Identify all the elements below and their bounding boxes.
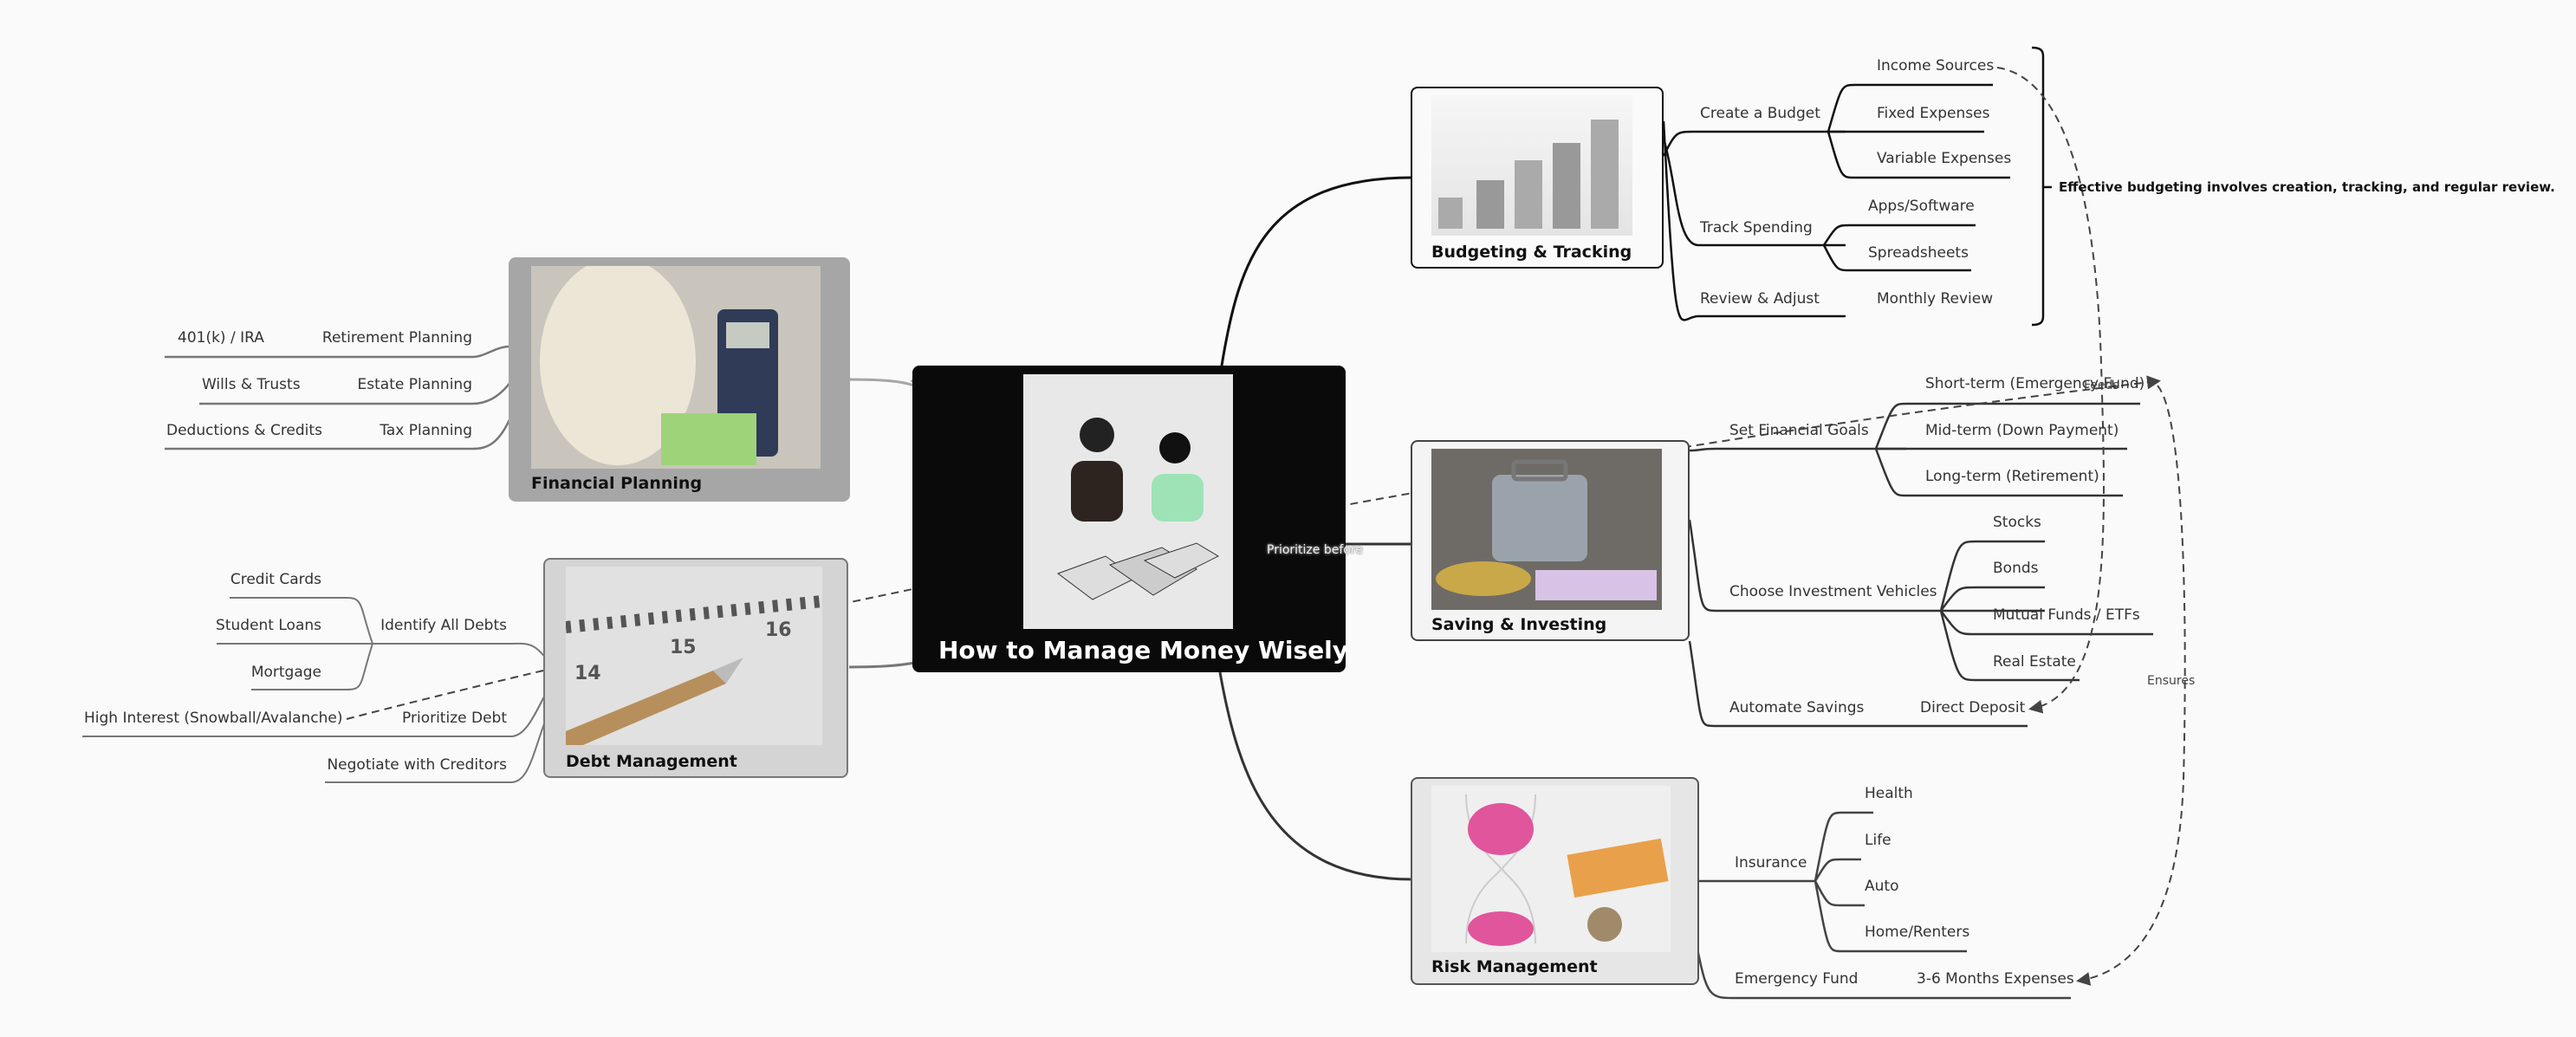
topic-short-term[interactable]: Short-term (Emergency Fund) — [1925, 375, 2145, 392]
topic-health[interactable]: Health — [1865, 785, 1913, 802]
topic-life[interactable]: Life — [1865, 832, 1891, 849]
topic-wills-trusts[interactable]: Wills & Trusts — [202, 376, 301, 393]
topic-negotiate-creditors[interactable]: Negotiate with Creditors — [327, 756, 507, 774]
central-title: How to Manage Money Wisely — [938, 636, 1349, 664]
topic-student-loans[interactable]: Student Loans — [216, 617, 321, 634]
topic-direct-deposit[interactable]: Direct Deposit — [1920, 699, 2026, 716]
branch-title: Financial Planning — [531, 474, 703, 493]
topic-apps-software[interactable]: Apps/Software — [1868, 198, 1975, 215]
relationship-label-ensures[interactable]: Ensures — [2147, 674, 2196, 688]
topic-prioritize-debt[interactable]: Prioritize Debt — [402, 710, 507, 727]
topic-high-interest[interactable]: High Interest (Snowball/Avalanche) — [84, 710, 343, 727]
branch-financial-planning[interactable]: Financial Planning — [509, 257, 850, 502]
svg-text:15: 15 — [670, 637, 697, 658]
topic-credit-cards[interactable]: Credit Cards — [230, 571, 321, 588]
topic-estate-planning[interactable]: Estate Planning — [357, 376, 472, 393]
budgeting-summary[interactable]: Effective budgeting involves creation, t… — [2059, 179, 2555, 195]
topic-deductions-credits[interactable]: Deductions & Credits — [166, 422, 322, 439]
topic-mutual-funds[interactable]: Mutual Funds / ETFs — [1993, 606, 2140, 624]
topic-3-6-months[interactable]: 3-6 Months Expenses — [1917, 970, 2074, 988]
branch-budgeting-tracking[interactable]: Budgeting & Tracking — [1411, 87, 1664, 269]
branch-debt-management[interactable]: 14 15 16 Debt Management — [543, 558, 848, 778]
topic-create-budget[interactable]: Create a Budget — [1700, 105, 1820, 122]
topic-variable-expenses[interactable]: Variable Expenses — [1877, 150, 2012, 167]
branch-title: Risk Management — [1431, 957, 1598, 976]
topic-real-estate[interactable]: Real Estate — [1993, 653, 2076, 671]
relationship-label-prioritize-before[interactable]: Prioritize before — [1267, 543, 1363, 557]
topic-fixed-expenses[interactable]: Fixed Expenses — [1877, 105, 1990, 122]
topic-identify-all-debts[interactable]: Identify All Debts — [380, 617, 507, 634]
topic-retirement-planning[interactable]: Retirement Planning — [321, 329, 472, 347]
topic-monthly-review[interactable]: Monthly Review — [1877, 290, 1994, 308]
branch-title: Debt Management — [566, 752, 737, 771]
calculator-cash-image — [531, 266, 821, 469]
svg-text:16: 16 — [765, 619, 792, 641]
coin-stacks-image — [1431, 95, 1632, 236]
topic-insurance[interactable]: Insurance — [1735, 854, 1807, 872]
topic-stocks[interactable]: Stocks — [1993, 514, 2041, 531]
branch-title: Budgeting & Tracking — [1431, 243, 1632, 262]
topic-bonds[interactable]: Bonds — [1993, 560, 2039, 577]
branch-saving-investing[interactable]: Saving & Investing — [1411, 440, 1690, 641]
topic-tax-planning[interactable]: Tax Planning — [380, 422, 472, 439]
topic-spreadsheets[interactable]: Spreadsheets — [1868, 244, 1969, 262]
topic-emergency-fund[interactable]: Emergency Fund — [1735, 970, 1859, 988]
topic-review-adjust[interactable]: Review & Adjust — [1700, 290, 1820, 308]
topic-long-term[interactable]: Long-term (Retirement) — [1925, 468, 2099, 485]
cash-box-image — [1431, 449, 1662, 610]
relationship-label-feeds[interactable]: Feeds — [2084, 379, 2119, 392]
topic-choose-investment-vehicles[interactable]: Choose Investment Vehicles — [1729, 583, 1937, 600]
topic-auto[interactable]: Auto — [1865, 878, 1899, 895]
calendar-pen-image: 14 15 16 — [566, 567, 822, 745]
topic-income-sources[interactable]: Income Sources — [1877, 57, 1995, 75]
hourglass-image — [1431, 786, 1671, 952]
branch-risk-management[interactable]: Risk Management — [1411, 777, 1699, 985]
topic-automate-savings[interactable]: Automate Savings — [1729, 699, 1865, 716]
topic-set-financial-goals[interactable]: Set Financial Goals — [1729, 422, 1869, 439]
couple-finances-illustration — [1023, 374, 1233, 629]
topic-mortgage[interactable]: Mortgage — [250, 664, 321, 681]
central-topic[interactable]: How to Manage Money Wisely — [912, 366, 1349, 672]
svg-text:14: 14 — [574, 663, 601, 684]
topic-track-spending[interactable]: Track Spending — [1700, 219, 1813, 237]
branch-title: Saving & Investing — [1431, 615, 1607, 634]
topic-mid-term[interactable]: Mid-term (Down Payment) — [1925, 422, 2119, 439]
topic-home-renters[interactable]: Home/Renters — [1865, 924, 1970, 941]
topic-401k-ira[interactable]: 401(k) / IRA — [178, 329, 264, 347]
